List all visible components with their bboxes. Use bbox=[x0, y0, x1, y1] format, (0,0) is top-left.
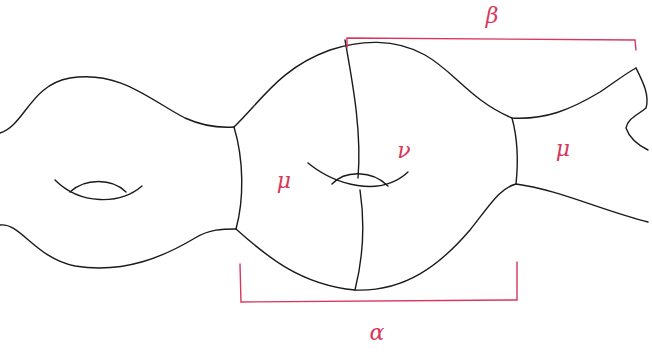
cutting-curve bbox=[234, 127, 242, 229]
region-label: μ bbox=[277, 170, 291, 192]
boundary-curve bbox=[626, 68, 648, 150]
handle-hole bbox=[70, 182, 126, 193]
cutting-curve bbox=[355, 190, 363, 290]
bracket bbox=[240, 262, 517, 302]
surface-outline bbox=[234, 42, 636, 127]
cutting-curve bbox=[345, 40, 359, 178]
surface-outline bbox=[0, 225, 236, 268]
bracket-label: α bbox=[370, 322, 385, 344]
region-label: μ bbox=[556, 138, 570, 160]
bracket bbox=[347, 38, 636, 50]
cutting-curve bbox=[512, 118, 517, 184]
surface-outline bbox=[236, 184, 648, 290]
surface-outline bbox=[0, 77, 234, 133]
handle-hole bbox=[332, 174, 388, 186]
handle-hole bbox=[55, 180, 142, 200]
region-label: ν bbox=[397, 140, 410, 162]
bracket-label: β bbox=[486, 5, 499, 27]
